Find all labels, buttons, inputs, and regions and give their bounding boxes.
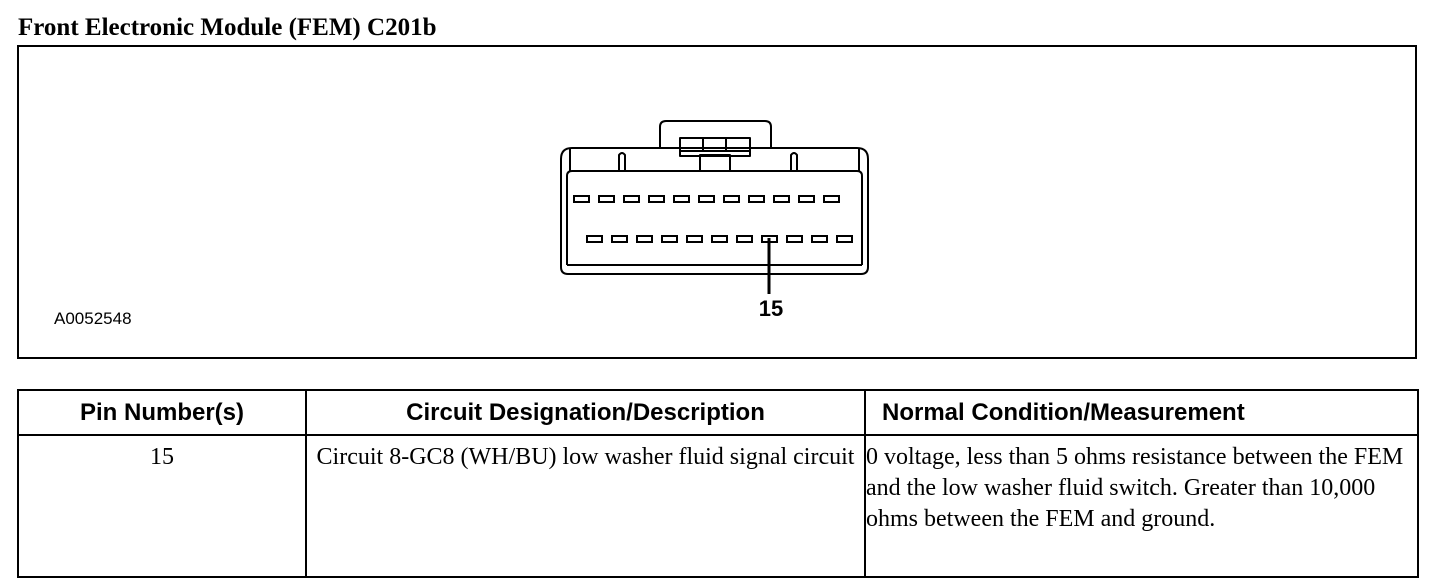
top-row-pin-cavity xyxy=(773,195,790,203)
bottom-row-pin-cavity xyxy=(811,235,828,243)
cell-circuit-description: Circuit 8-GC8 (WH/BU) low washer fluid s… xyxy=(305,434,866,578)
figure-id: A0052548 xyxy=(54,309,132,328)
top-row-pin-cavity xyxy=(698,195,715,203)
connector-body xyxy=(560,147,869,275)
top-row-pin-cavity xyxy=(673,195,690,203)
cell-normal-condition: 0 voltage, less than 5 ohms resistance b… xyxy=(864,434,1419,578)
bottom-row-pin-cavity xyxy=(686,235,703,243)
header-normal-condition: Normal Condition/Measurement xyxy=(864,389,1419,436)
top-row-pin-cavity xyxy=(573,195,590,203)
latch-tab xyxy=(699,154,731,172)
connector-diagram: A0052548 15 xyxy=(17,45,1417,359)
bottom-row-pin-cavity xyxy=(736,235,753,243)
header-pin-number: Pin Number(s) xyxy=(17,389,307,436)
top-row-pin-cavity xyxy=(648,195,665,203)
bottom-row-pin-cavity xyxy=(636,235,653,243)
top-row-pin-cavity xyxy=(748,195,765,203)
cell-pin-number: 15 xyxy=(17,434,307,578)
bottom-row-pin-cavity xyxy=(661,235,678,243)
top-row-pin-cavity xyxy=(623,195,640,203)
table-header-row: Pin Number(s) Circuit Designation/Descri… xyxy=(17,389,1419,436)
latch-housing xyxy=(659,120,772,148)
bottom-row-pin-cavity xyxy=(586,235,603,243)
top-row-pin-cavity xyxy=(798,195,815,203)
top-row-pin-cavity xyxy=(823,195,840,203)
pin-face xyxy=(566,170,863,265)
connector-face-drawing xyxy=(560,120,869,294)
bottom-row-pin-cavity xyxy=(761,235,778,243)
top-row-pin-cavity xyxy=(598,195,615,203)
bottom-row-pin-cavity xyxy=(711,235,728,243)
bottom-row-pin-cavity xyxy=(611,235,628,243)
header-circuit-description: Circuit Designation/Description xyxy=(305,389,866,436)
top-row-pin-cavity xyxy=(723,195,740,203)
bottom-row-pin-cavity xyxy=(836,235,853,243)
bottom-row-pin-cavity xyxy=(786,235,803,243)
pin-callout-label: 15 xyxy=(758,296,784,321)
page-title: Front Electronic Module (FEM) C201b xyxy=(18,14,437,41)
pinout-table: Pin Number(s) Circuit Designation/Descri… xyxy=(17,389,1419,578)
table-row: 15 Circuit 8-GC8 (WH/BU) low washer flui… xyxy=(17,434,1419,578)
